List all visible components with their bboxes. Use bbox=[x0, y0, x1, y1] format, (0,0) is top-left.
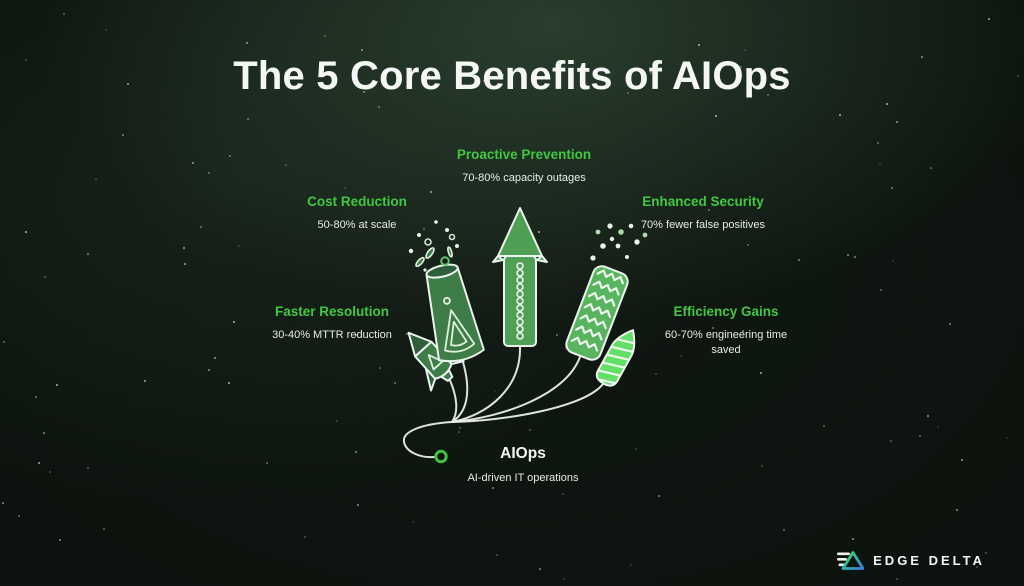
benefit-stat: 70-80% capacity outages bbox=[462, 172, 586, 184]
benefit-enhanced-security: Enhanced Security 70% fewer false positi… bbox=[641, 194, 765, 233]
fuse-lines bbox=[402, 346, 604, 459]
hub-sublabel: AI-driven IT operations bbox=[467, 472, 579, 484]
benefit-proactive-prevention: Proactive Prevention 70-80% capacity out… bbox=[457, 147, 591, 186]
benefit-faster-resolution: Faster Resolution 30-40% MTTR reduction bbox=[272, 304, 392, 343]
benefit-label: Proactive Prevention bbox=[456, 147, 592, 162]
cone-firework-icon bbox=[425, 263, 485, 363]
hub-aiops: AIOps AI-driven IT operations bbox=[467, 445, 578, 484]
benefit-stat: 70% fewer false positives bbox=[640, 219, 766, 231]
benefit-label: Enhanced Security bbox=[642, 194, 764, 209]
benefit-label: Cost Reduction bbox=[307, 194, 407, 209]
benefit-efficiency-gains: Efficiency Gains 60-70% engineering time… bbox=[651, 304, 801, 359]
hub-label: AIOps bbox=[500, 445, 546, 462]
page-title: The 5 Core Benefits of AIOps bbox=[233, 54, 791, 98]
bottle-rocket-icon bbox=[492, 207, 548, 347]
benefit-stat: 60-70% engineering time saved bbox=[664, 329, 788, 357]
edge-delta-icon bbox=[837, 551, 865, 570]
rocket-firework-icon bbox=[407, 331, 465, 392]
striped-firework-icon bbox=[593, 329, 642, 387]
fuse-end-dot bbox=[434, 449, 448, 464]
benefit-label: Efficiency Gains bbox=[673, 304, 779, 319]
benefit-stat: 50-80% at scale bbox=[317, 219, 397, 231]
chevron-firecracker-icon bbox=[565, 265, 629, 361]
brand-name: EDGE DELTA bbox=[873, 553, 985, 568]
sparks-right bbox=[590, 223, 648, 261]
sparks-left bbox=[408, 220, 459, 272]
edge-delta-logo: EDGE DELTA bbox=[837, 549, 985, 572]
benefit-cost-reduction: Cost Reduction 50-80% at scale bbox=[307, 194, 407, 233]
benefit-label: Faster Resolution bbox=[274, 304, 390, 319]
benefit-stat: 30-40% MTTR reduction bbox=[272, 329, 392, 341]
